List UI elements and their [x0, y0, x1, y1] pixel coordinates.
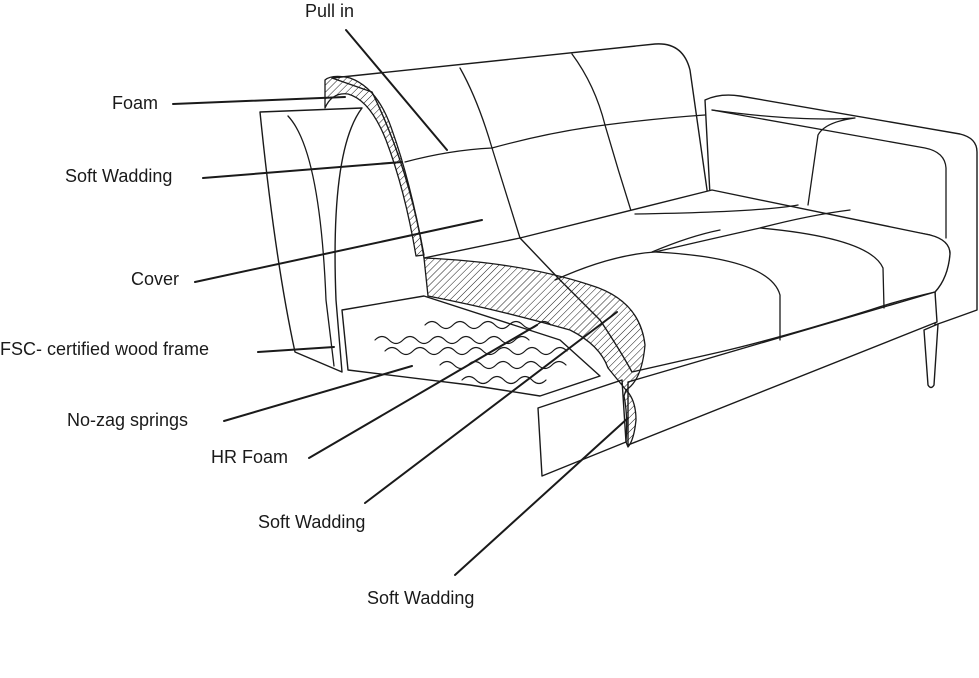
back-tufting [404, 53, 706, 239]
right-arm-inner [711, 109, 947, 239]
label-cover: Cover [131, 269, 180, 289]
side-frame [259, 107, 363, 373]
label-soft-wadding-seat: Soft Wadding [258, 512, 366, 532]
label-hr-foam: HR Foam [211, 447, 289, 467]
seat-tufting [554, 204, 885, 341]
leader-lines [172, 29, 629, 576]
back-foam-section [324, 75, 425, 257]
seat-foam-section [423, 257, 646, 391]
sofa-leg [923, 323, 939, 389]
label-springs: No-zag springs [67, 410, 189, 430]
front-board [537, 379, 627, 477]
label-foam: Foam [112, 93, 159, 113]
label-soft-wadding-front: Soft Wadding [367, 588, 475, 608]
front-wadding-section [623, 389, 637, 448]
side-frame-inner [287, 115, 335, 367]
label-wood-frame: FSC- certified wood frame [0, 339, 210, 359]
side-frame-base [341, 295, 601, 397]
right-back-cushion [711, 109, 856, 206]
label-soft-wadding-back: Soft Wadding [65, 166, 173, 186]
label-pull-in: Pull in [305, 1, 355, 21]
